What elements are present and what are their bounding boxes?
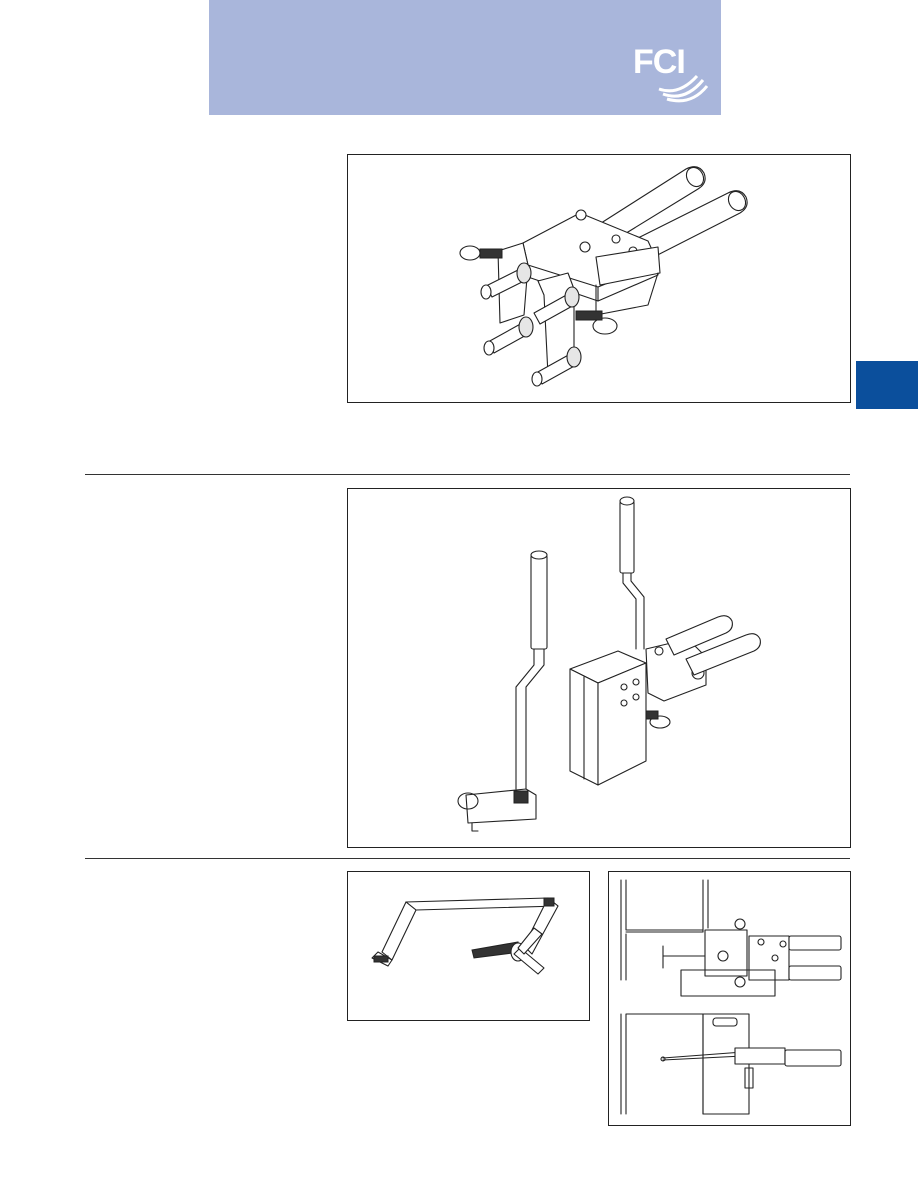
tool-stand-drawing xyxy=(457,496,761,832)
fci-logo: FCI xyxy=(633,42,708,104)
figure-plan-views xyxy=(608,871,851,1126)
plan-views-drawing xyxy=(620,879,842,1115)
header-band xyxy=(209,0,721,115)
figure-tool-head xyxy=(347,154,851,403)
section-divider xyxy=(85,858,850,859)
section-divider xyxy=(85,474,850,475)
figure-bracket xyxy=(347,871,590,1021)
logo-text: FCI xyxy=(633,43,686,81)
logo-swoosh-icon xyxy=(658,74,708,103)
tool-head-drawing xyxy=(459,166,748,387)
section-tab xyxy=(856,361,918,409)
bracket-drawing xyxy=(371,897,559,975)
figure-tool-stand xyxy=(347,488,851,848)
